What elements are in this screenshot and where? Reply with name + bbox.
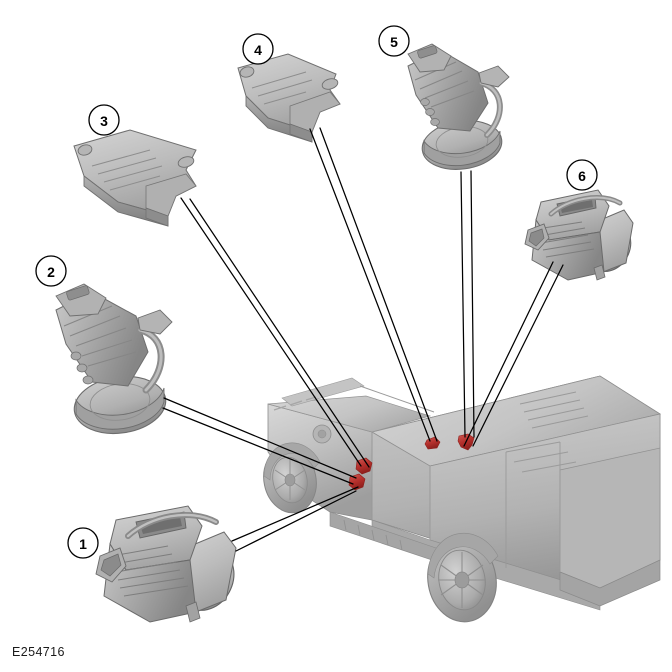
callout-3-label: 3 [100,113,108,129]
part-4-fins [251,71,313,105]
leader-lines [162,127,564,552]
vehicle-illustration [263,375,662,623]
figure-id-label: E254716 [12,645,65,659]
vehicle-front-arch [263,442,321,481]
part-5-electrical-connector [478,65,510,88]
part-3-control-module [73,129,197,227]
callout-2[interactable]: 2 [35,255,67,287]
callout-4[interactable]: 4 [242,33,274,65]
callout-6[interactable]: 6 [566,159,598,191]
vehicle-roof-ribs [519,391,589,429]
part-6-corrugations [536,221,595,258]
vehicle-panel-lines [371,432,561,572]
vehicle-side-ribs [505,441,577,473]
leader-line-6b [472,264,564,447]
callout-5[interactable]: 5 [378,25,410,57]
part-6-drain-nipple [593,264,606,281]
leader-line-4a [309,128,431,442]
callout-6-label: 6 [578,168,586,184]
callout-3[interactable]: 3 [88,104,120,136]
callout-4-label: 4 [254,42,262,58]
callout-group: 1 2 3 4 5 6 [35,25,598,559]
leader-line-2a [163,397,357,479]
part-2-electrical-connector [137,309,173,335]
part-3-mount-hole-right [177,156,195,168]
vehicle-side-step-tread [343,519,403,551]
part-1-drain-nipple [185,601,201,623]
marker-body-upper [355,457,373,475]
callout-2-label: 2 [47,264,55,280]
part-5-lugs [420,98,440,126]
part-4-control-module [237,53,341,143]
leader-line-1b [235,490,357,552]
callout-1-label: 1 [79,536,87,552]
part-1-charge-air-cooler [95,505,237,623]
part-4-mount-hole-right [321,78,339,90]
marker-body-lower [348,473,366,491]
part-5-compressor-assembly [407,43,510,170]
part-6-charge-air-cooler [524,189,634,281]
leader-line-5a [460,171,466,438]
part-3-mount-hole-left [77,144,93,156]
leader-line-3a [180,197,362,467]
part-4-mount-hole-left [239,66,255,78]
part-3-fins [91,149,163,191]
callout-1[interactable]: 1 [67,527,99,559]
part-2-compressor-assembly [55,283,173,435]
leader-line-4b [319,127,438,442]
leader-line-5b [470,170,475,438]
leader-line-2b [162,407,354,485]
leader-line-1a [231,486,359,542]
leader-line-6a [463,261,554,447]
vehicle-rear-wheel [427,537,497,623]
vehicle-rear-arch [427,532,499,579]
part-2-cooling-ribs [63,305,137,367]
vehicle-rear-bumper [559,559,661,607]
leader-line-3b [189,198,370,468]
callout-5-label: 5 [390,34,398,50]
part-2-lugs [70,351,94,385]
